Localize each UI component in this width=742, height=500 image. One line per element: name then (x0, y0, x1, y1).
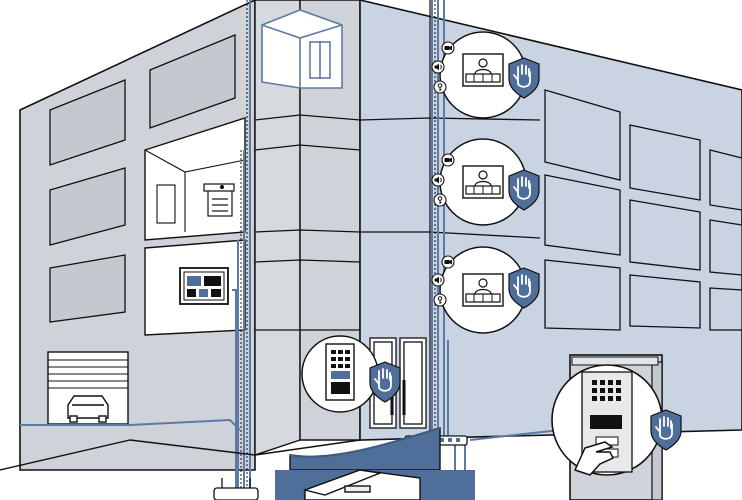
garage (47, 351, 129, 425)
server-shield (275, 427, 475, 500)
server-unit-icon (302, 469, 421, 500)
apartment-intercom-floor-1 (431, 31, 540, 119)
left-windows (49, 34, 236, 323)
camera-icon (441, 153, 455, 167)
door-station-callout (551, 364, 682, 476)
camera-icon (441, 41, 455, 55)
key-icon (433, 80, 447, 94)
entrance-panel-icon (325, 343, 355, 401)
key-icon (433, 293, 447, 307)
apartment-video-intercom-icon (462, 273, 504, 307)
floor-lines (254, 114, 541, 331)
speaker-icon (431, 60, 445, 74)
apartment-intercom-floor-3 (431, 246, 540, 334)
garage-car-icon (67, 395, 109, 423)
apartment-intercom-floor-2 (431, 138, 540, 226)
office-room-monitor (144, 239, 246, 336)
photocopier-icon (203, 183, 235, 217)
dashed-cables (240, 0, 436, 500)
speaker-icon (431, 173, 445, 187)
ground-line (0, 439, 361, 471)
router-icon (213, 478, 259, 500)
key-icon (433, 193, 447, 207)
right-windows (544, 89, 742, 331)
wall-monitor-icon (179, 267, 229, 305)
apartment-video-intercom-icon (462, 53, 504, 87)
apartment-video-intercom-icon (462, 165, 504, 199)
rooftop-camera-icon (261, 9, 343, 89)
finger-press-icon (573, 441, 615, 476)
camera-icon (441, 255, 455, 269)
entrance-panel-callout (301, 335, 401, 413)
speaker-icon (431, 273, 445, 287)
